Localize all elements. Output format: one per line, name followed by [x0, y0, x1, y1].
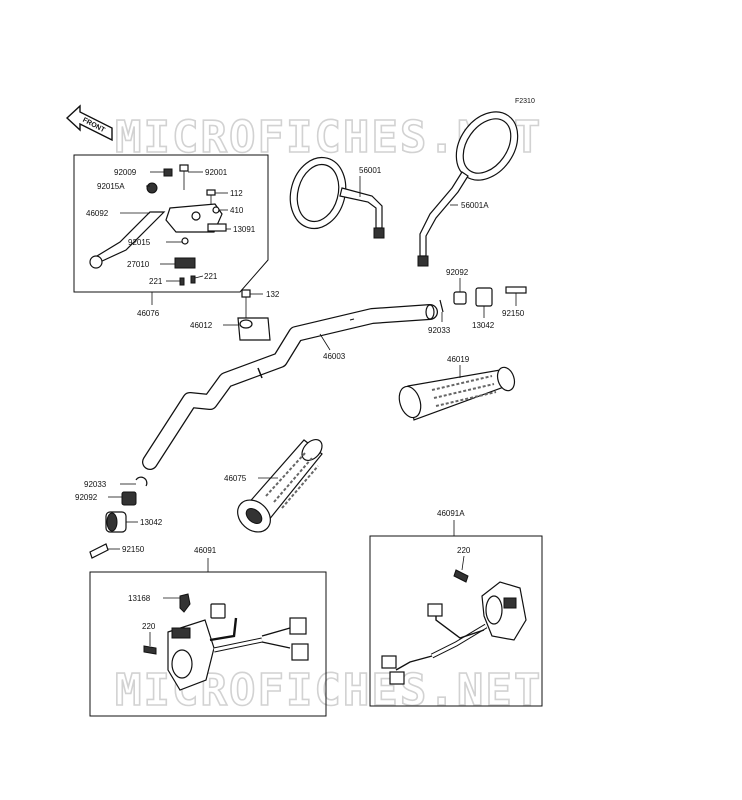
label-46091: 46091: [194, 546, 217, 555]
label-92001: 92001: [205, 168, 228, 177]
label-13042-left: 13042: [140, 518, 163, 527]
screw-221-left: [179, 277, 185, 286]
mirror-right: 56001A: [417, 111, 519, 267]
left-connector-a: [210, 603, 226, 619]
weight-13042-left-face: [106, 512, 118, 532]
label-221-left: 221: [149, 277, 163, 286]
mirror-right-thread: [417, 255, 429, 267]
nut-92015a: [146, 182, 158, 194]
mirror-right-glass: [462, 118, 512, 174]
left-bar-end-parts: 92033 92092 13042 92150: [75, 476, 163, 559]
label-92009: 92009: [114, 168, 137, 177]
screw-92150-left: [89, 543, 109, 559]
label-92150-left: 92150: [122, 545, 145, 554]
mirror-left-thread: [373, 227, 385, 239]
label-27010: 27010: [127, 260, 150, 269]
label-46019: 46019: [447, 355, 470, 364]
label-410: 410: [230, 206, 244, 215]
grip-left-end: [301, 438, 323, 462]
grip-left: 46075: [224, 438, 323, 533]
left-switch-housing: 46091 13168 220: [89, 546, 327, 717]
right-switch-bore: [485, 595, 503, 625]
screw-220-left: [143, 645, 157, 655]
label-13042-right: 13042: [472, 321, 495, 330]
label-92092-right: 92092: [446, 268, 469, 277]
label-220-left: 220: [142, 622, 156, 631]
clutch-lever-assembly: 92009 92001 92015A 112 46092 410 92015 1…: [73, 154, 269, 318]
handlebar-right-end: [425, 304, 435, 320]
label-13091: 13091: [233, 225, 256, 234]
right-switch-box: [369, 535, 543, 707]
nut-410: [212, 206, 220, 214]
part-13168: [179, 593, 191, 613]
label-220-right: 220: [457, 546, 471, 555]
label-92015a: 92015A: [97, 182, 125, 191]
nut-92015: [181, 237, 189, 245]
clip-92033-right: [439, 299, 444, 313]
mirror-left-glass: [296, 163, 340, 223]
label-132: 132: [266, 290, 280, 299]
label-46091a: 46091A: [437, 509, 465, 518]
label-46076: 46076: [137, 309, 160, 318]
label-13168: 13168: [128, 594, 151, 603]
figure-code: F2310: [515, 98, 535, 105]
label-92092-left: 92092: [75, 493, 98, 502]
mirror-right-stem: [419, 171, 469, 257]
screw-221-right: [190, 275, 196, 284]
label-92033-left: 92033: [84, 480, 107, 489]
label-112: 112: [230, 189, 243, 198]
label-92033-right: 92033: [428, 326, 451, 335]
right-connector-b: [381, 655, 397, 669]
collar-92092-left: [121, 491, 137, 506]
weight-13042-right: [475, 287, 493, 307]
right-switch-button: [503, 597, 517, 609]
screw-92009: [163, 168, 173, 177]
left-switch-bore: [171, 649, 193, 679]
lever-ball-end: [89, 255, 103, 269]
clutch-assembly-box: [73, 154, 269, 293]
clutch-lever: [96, 211, 166, 263]
right-bar-end-parts: 92092 92033 13042 92150: [428, 268, 527, 335]
mirror-left: 56001: [289, 156, 385, 239]
left-switch-button: [171, 627, 191, 639]
bolt-132: [241, 289, 251, 298]
holder-pivot: [191, 211, 201, 221]
label-46075: 46075: [224, 474, 247, 483]
clamp-hole: [239, 319, 253, 329]
label-92015: 92015: [128, 238, 151, 247]
bolt-112-head: [206, 189, 216, 196]
grip-right-end: [496, 366, 516, 392]
label-92150-right: 92150: [502, 309, 525, 318]
bolt-13091: [207, 223, 227, 232]
grip-right-flange: [398, 385, 422, 419]
right-connector-c: [389, 671, 405, 685]
label-46003: 46003: [323, 352, 346, 361]
collar-92092-right: [453, 291, 467, 305]
clip-92033-left: [135, 476, 148, 487]
right-connector-a: [427, 603, 443, 617]
grip-right: 46019: [398, 355, 516, 421]
left-connector-b: [289, 617, 307, 635]
label-56001: 56001: [359, 166, 382, 175]
bolt-92001-head: [179, 164, 189, 172]
switch-27010: [174, 257, 196, 269]
handlebar-tube: [143, 305, 437, 469]
label-46012: 46012: [190, 321, 213, 330]
grip-left-bore: [245, 508, 263, 524]
front-arrow-icon: FRONT: [65, 104, 113, 142]
left-connector-c: [291, 643, 309, 661]
label-221-right: 221: [204, 272, 218, 281]
screw-220-right: [453, 569, 469, 583]
screw-92150-right: [505, 286, 527, 294]
handlebar-assembly: 132 46012 46003: [142, 289, 438, 470]
mirror-left-stem: [339, 187, 383, 229]
label-46092: 46092: [86, 209, 109, 218]
right-switch-housing: 46091A 220: [369, 509, 543, 707]
label-56001a: 56001A: [461, 201, 489, 210]
